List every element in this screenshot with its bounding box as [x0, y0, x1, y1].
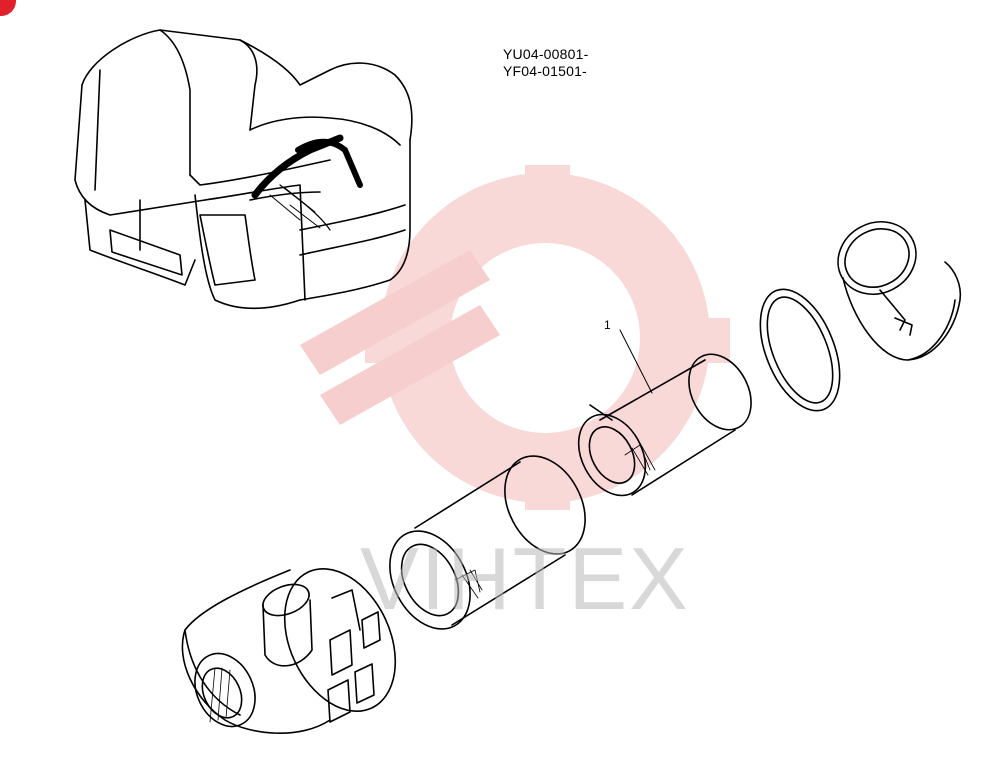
air-cleaner-housing [181, 568, 397, 734]
serial-code-line-1: YU04-00801- [503, 46, 589, 62]
gasket-ring [759, 288, 841, 412]
callout-leader-line [619, 329, 653, 394]
machine-overview-illustration [74, 29, 413, 310]
outer-filter-element [389, 455, 586, 630]
air-cleaner-cap [837, 221, 962, 361]
part-callout-1: 1 [604, 318, 611, 332]
serial-code-line-2: YF04-01501- [503, 63, 587, 79]
intake-hose [251, 134, 344, 199]
watermark-text: VIHTEX [360, 529, 690, 628]
watermark-gear-icon [300, 165, 730, 510]
model-serial-codes: YU04-00801- YF04-01501- [503, 46, 588, 80]
inner-filter-element [577, 353, 752, 497]
